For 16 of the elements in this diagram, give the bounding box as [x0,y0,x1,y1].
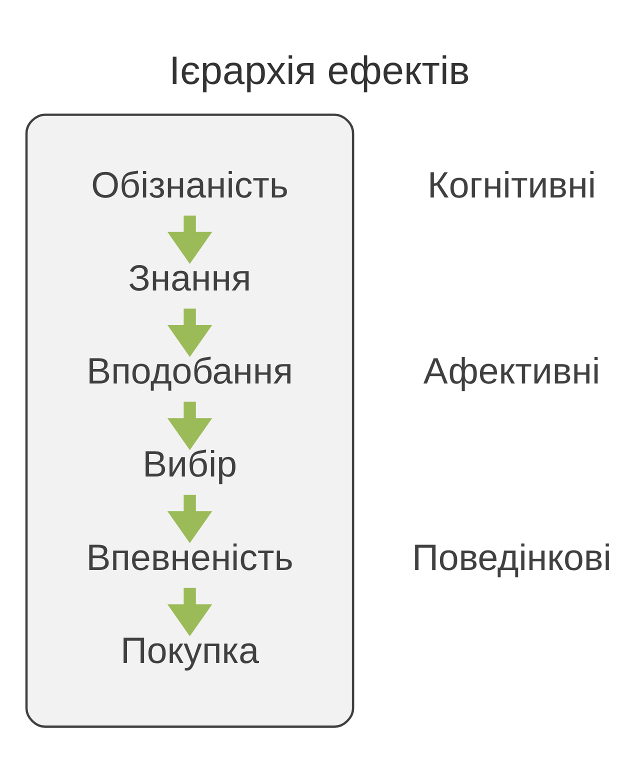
arrow [167,494,212,543]
arrow [167,587,212,636]
label: Когнітивні [428,164,596,205]
node-text: Впевненість [86,536,294,578]
diagram-title: Ієрархія ефектів [169,48,470,92]
node-text: Обізнаність [91,164,289,205]
label: Поведінкові [412,536,612,578]
arrow [167,215,212,264]
cluster [25,113,354,728]
node-text: Знання [128,257,252,298]
arrow [167,401,212,450]
node-text: Вибір [142,443,237,484]
node-text: Покупка [120,629,260,670]
node-text: Вподобання [86,350,293,392]
arrow [167,308,212,357]
label: Афективні [423,350,600,392]
